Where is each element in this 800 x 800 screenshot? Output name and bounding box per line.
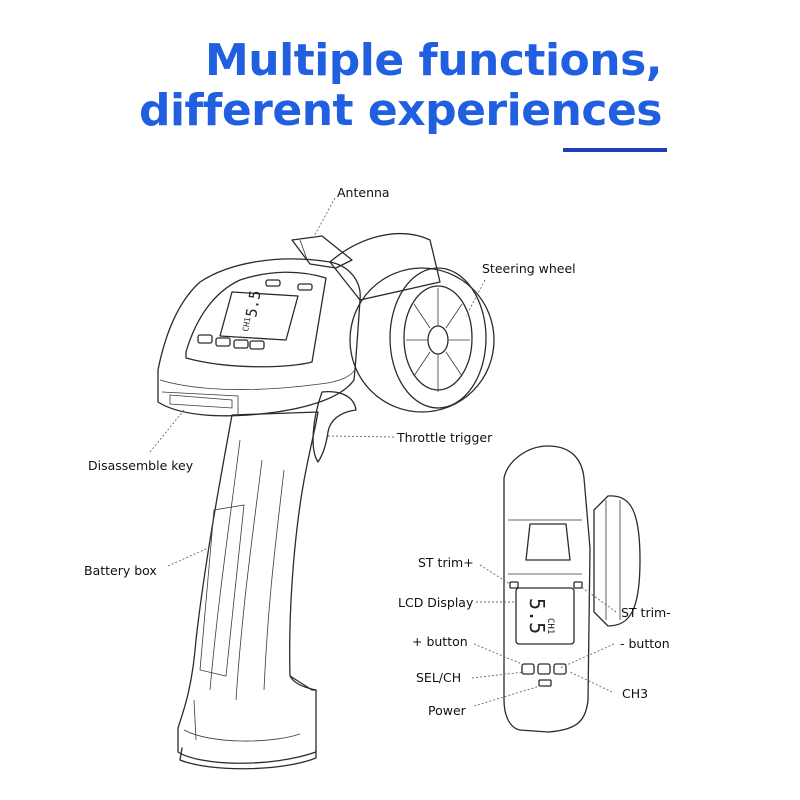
label-st-trim-minus: ST trim-: [621, 605, 671, 620]
page-title-line1: Multiple functions,: [205, 35, 663, 86]
svg-text:5.5: 5.5: [242, 289, 264, 319]
page-title-line2: different experiences: [138, 85, 663, 136]
disassemble-key: [169, 394, 233, 409]
top-leaders: [471, 564, 617, 707]
svg-text:CH1: CH1: [241, 316, 252, 332]
label-st-trim-plus: ST trim+: [418, 555, 474, 570]
label-sel-ch: SEL/CH: [416, 670, 462, 685]
battery-box: [199, 504, 245, 677]
title-underline: [563, 148, 667, 152]
grip-body: [177, 411, 319, 764]
label-battery-box: Battery box: [84, 563, 157, 578]
top-controller-view: 5.5 CH1: [503, 445, 641, 733]
label-minus-button: - button: [620, 636, 670, 651]
lcd-display-main: [219, 291, 299, 341]
label-plus-button: + button: [412, 634, 468, 649]
controller-body: [157, 258, 361, 417]
label-throttle-trigger: Throttle trigger: [397, 430, 493, 445]
label-disassemble-key: Disassemble key: [88, 458, 194, 473]
label-steering-wheel: Steering wheel: [482, 261, 576, 276]
label-power: Power: [428, 703, 466, 718]
steering-wheel: [349, 267, 495, 413]
main-controller-view: 5.5 CH1: [157, 233, 495, 770]
label-antenna: Antenna: [337, 185, 390, 200]
lcd-display-top: [515, 587, 575, 645]
label-lcd-display: LCD Display: [398, 595, 474, 610]
throttle-trigger: [312, 390, 357, 463]
label-ch3: CH3: [622, 686, 649, 701]
svg-text:CH1: CH1: [545, 618, 555, 634]
svg-text:5.5: 5.5: [525, 598, 549, 634]
main-leaders: [149, 197, 486, 567]
